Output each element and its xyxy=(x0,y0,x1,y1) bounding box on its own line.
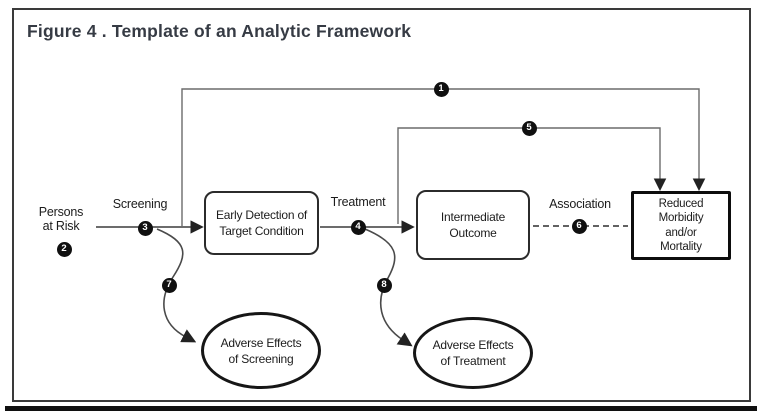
early-detection-line1: Early Detection of xyxy=(215,208,308,222)
adverse-treatment-line1: Adverse Effects xyxy=(432,338,514,352)
reduced-morbidity-line4: Mortality xyxy=(660,241,702,253)
reduced-morbidity-line2: Morbidity xyxy=(658,212,704,224)
reduced-morbidity-line1: Reduced xyxy=(658,197,704,210)
screening-label: Screening xyxy=(112,197,168,211)
node-persons-at-risk: Persons at Risk xyxy=(26,205,96,233)
adverse-treatment-line2: of Treatment xyxy=(440,354,506,368)
step-badge-5: 5 xyxy=(521,120,537,136)
early-detection-line2: Target Condition xyxy=(219,224,304,238)
intermediate-outcome-line2: Outcome xyxy=(449,226,497,240)
association-label: Association xyxy=(549,197,611,211)
step-badge-2: 2 xyxy=(56,241,72,257)
step-badge-7: 7 xyxy=(161,277,177,293)
persons-at-risk-line2: at Risk xyxy=(42,219,80,233)
adverse-screening-line2: of Screening xyxy=(228,351,294,366)
persons-at-risk-line1: Persons xyxy=(38,205,84,219)
step-badge-6: 6 xyxy=(571,218,587,234)
reduced-morbidity-line3: and/or xyxy=(665,226,697,239)
node-reduced-morbidity: Reduced Morbidity and/or Mortality xyxy=(631,191,731,260)
figure-title: Figure 4 . Template of an Analytic Frame… xyxy=(27,21,412,41)
treatment-label: Treatment xyxy=(330,195,386,209)
node-intermediate-outcome: Intermediate Outcome xyxy=(416,190,530,260)
step-badge-4: 4 xyxy=(350,219,366,235)
step-badge-8: 8 xyxy=(376,277,392,293)
bottom-rule xyxy=(5,406,757,411)
adverse-screening-line1: Adverse Effects xyxy=(220,335,302,350)
node-adverse-effects-screening: Adverse Effects of Screening xyxy=(201,312,321,389)
node-early-detection: Early Detection of Target Condition xyxy=(204,191,319,255)
intermediate-outcome-line1: Intermediate xyxy=(440,210,506,224)
step-badge-3: 3 xyxy=(137,220,153,236)
step-badge-1: 1 xyxy=(433,81,449,97)
node-adverse-effects-treatment: Adverse Effects of Treatment xyxy=(413,317,533,389)
